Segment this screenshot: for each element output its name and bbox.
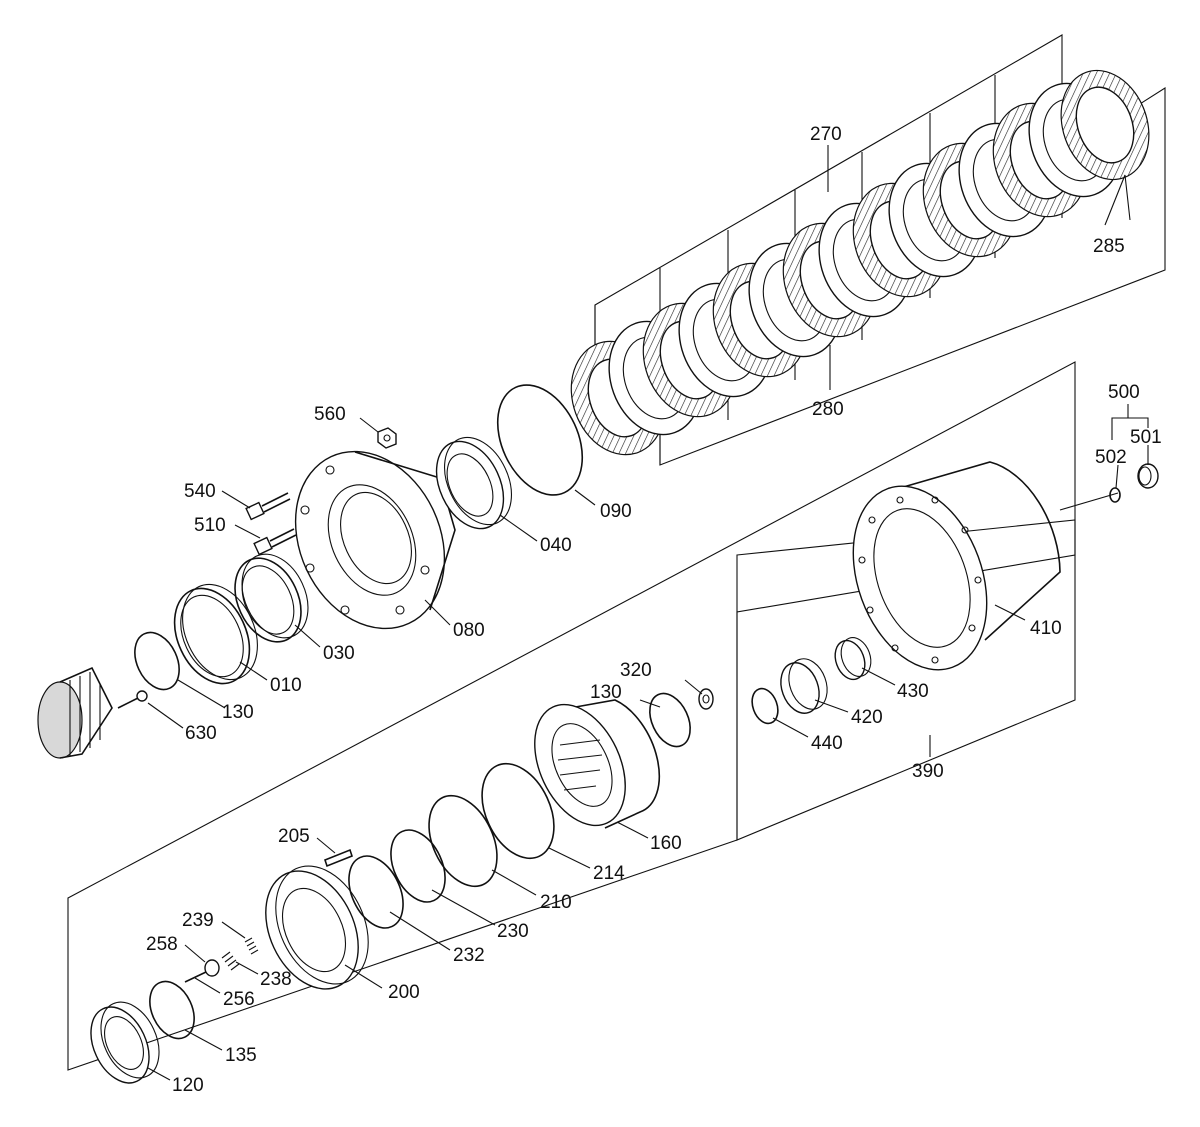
hub-160 — [534, 699, 661, 829]
ring-440 — [751, 687, 779, 725]
valve-258 — [204, 959, 220, 977]
nut-560 — [377, 427, 397, 449]
o-ring-135 — [149, 980, 195, 1040]
part-labels: 270 285 280 560 540 510 090 040 080 030 … — [146, 124, 1162, 1096]
label-280: 280 — [812, 399, 844, 420]
label-232: 232 — [453, 945, 485, 966]
label-500: 500 — [1108, 382, 1140, 403]
label-510: 510 — [194, 515, 226, 536]
label-200: 200 — [388, 982, 420, 1003]
label-030: 030 — [323, 643, 355, 664]
label-540: 540 — [184, 481, 216, 502]
label-430: 430 — [897, 681, 929, 702]
label-130-right: 130 — [590, 682, 622, 703]
plug-501 — [1137, 463, 1159, 489]
cylinder-410 — [852, 461, 1061, 671]
nut-120 — [90, 1001, 160, 1084]
bearing-040 — [435, 436, 512, 530]
screw-630 — [117, 690, 148, 709]
label-080: 080 — [453, 620, 485, 641]
pin-256 — [184, 971, 207, 983]
seal-010 — [173, 583, 258, 685]
o-ring-130-left — [134, 631, 180, 691]
label-630: 630 — [185, 723, 217, 744]
washer-320 — [698, 688, 714, 710]
label-214: 214 — [593, 863, 625, 884]
clutch-discs — [570, 69, 1150, 456]
drive-end-assembly — [37, 666, 113, 759]
group-500-bracket — [1111, 404, 1149, 440]
pin-205 — [324, 848, 353, 868]
label-160: 160 — [650, 833, 682, 854]
ring-230 — [390, 829, 446, 903]
spring-239 — [244, 937, 259, 955]
label-390: 390 — [912, 761, 944, 782]
label-135: 135 — [225, 1045, 257, 1066]
bolt-510 — [253, 528, 297, 556]
label-120: 120 — [172, 1075, 204, 1096]
label-230: 230 — [497, 921, 529, 942]
label-210: 210 — [540, 892, 572, 913]
label-238: 238 — [260, 969, 292, 990]
label-501: 501 — [1130, 427, 1162, 448]
label-256: 256 — [223, 989, 255, 1010]
label-205: 205 — [278, 826, 310, 847]
label-440: 440 — [811, 733, 843, 754]
carrier-200 — [265, 865, 369, 990]
label-130-left: 130 — [222, 702, 254, 723]
label-502: 502 — [1095, 447, 1127, 468]
gear-420 — [780, 658, 828, 714]
leader-lines — [147, 145, 1149, 1081]
spring-238 — [221, 951, 240, 971]
label-320: 320 — [620, 660, 652, 681]
gear-430 — [834, 637, 872, 681]
label-258: 258 — [146, 934, 178, 955]
label-420: 420 — [851, 707, 883, 728]
label-090: 090 — [600, 501, 632, 522]
bearing-030 — [234, 553, 309, 643]
o-ring-130-right — [649, 692, 691, 748]
ring-210 — [428, 794, 498, 888]
label-040: 040 — [540, 535, 572, 556]
ring-232 — [348, 855, 404, 929]
o-ring-090 — [496, 384, 584, 496]
label-010: 010 — [270, 675, 302, 696]
bolt-540 — [245, 492, 291, 521]
label-285: 285 — [1093, 236, 1125, 257]
label-410: 410 — [1030, 618, 1062, 639]
label-239: 239 — [182, 910, 214, 931]
label-560: 560 — [314, 404, 346, 425]
label-270: 270 — [810, 124, 842, 145]
